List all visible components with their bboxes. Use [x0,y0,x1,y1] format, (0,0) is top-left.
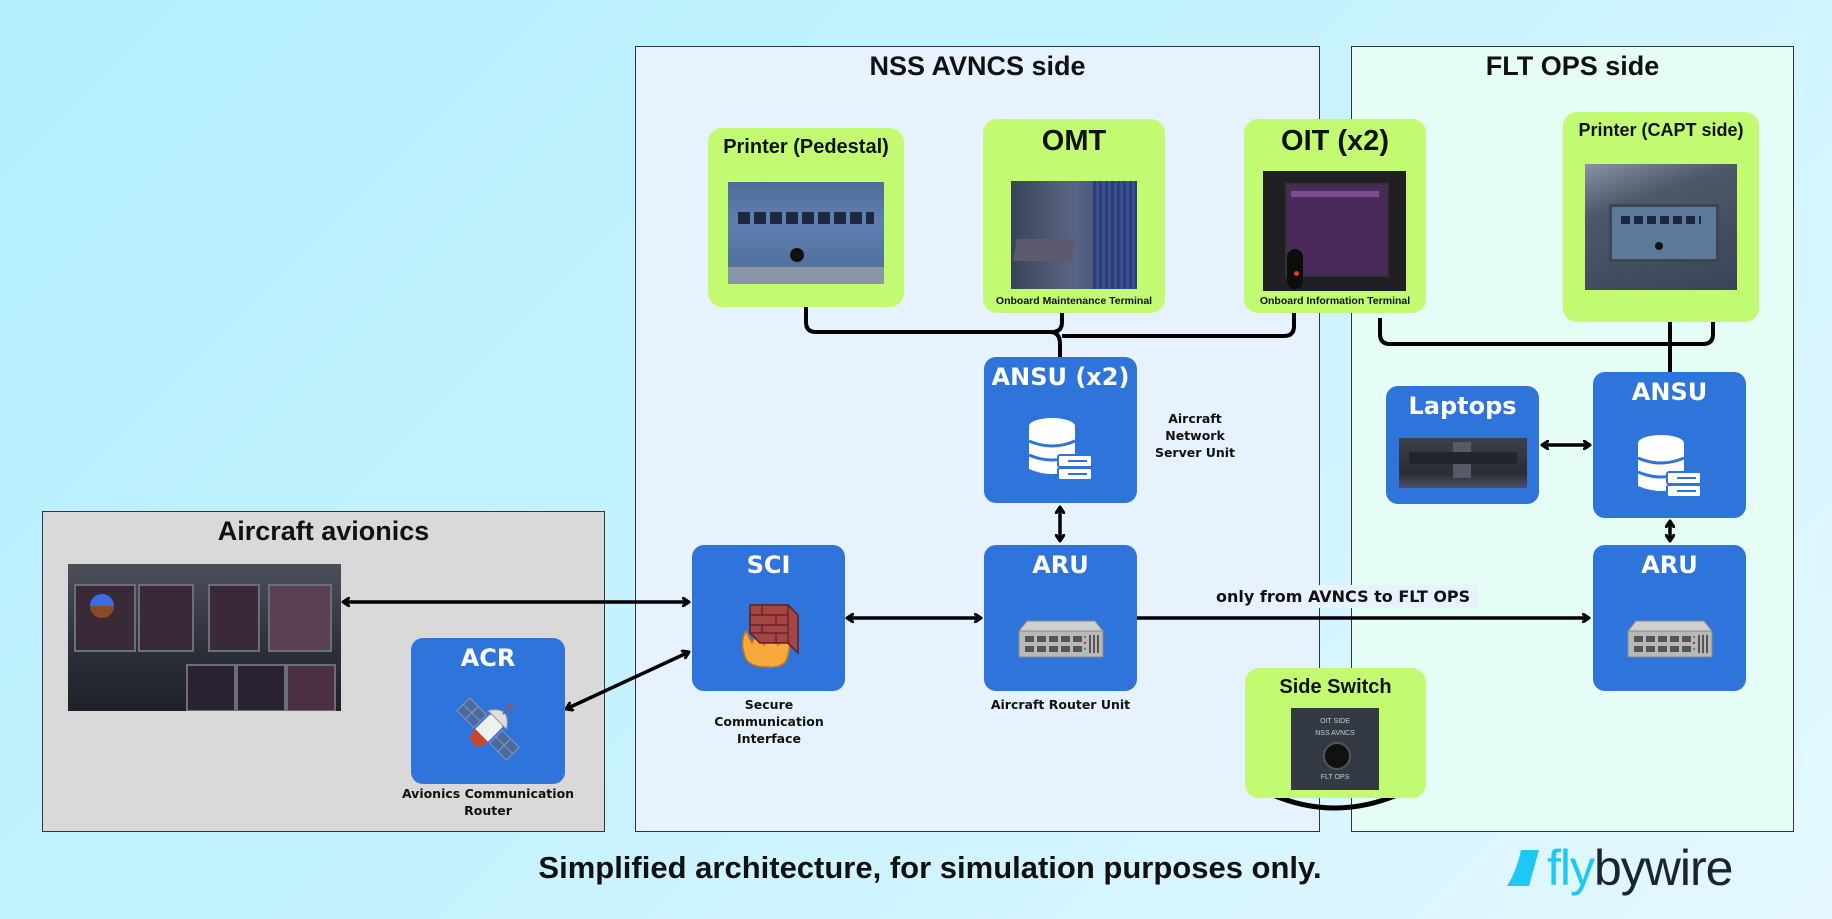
side-switch-photo: OIT SIDE NSS AVNCS FLT OPS [1291,708,1379,790]
node-oit[interactable]: OIT (x2) Onboard Information Terminal [1244,119,1426,313]
network-switch-icon [1626,620,1714,658]
node-acr[interactable]: ACR [411,638,565,784]
node-ansu-nss[interactable]: ANSU (x2) [984,357,1137,503]
logo-tail-icon [1507,850,1539,886]
edge-omt-to-ansu [1051,313,1064,334]
node-aru-nss[interactable]: ARU [984,545,1137,691]
node-title: Printer (Pedestal) [723,136,889,158]
node-title: Printer (CAPT side) [1578,120,1744,140]
flybywire-logo[interactable]: fly bywire [1505,838,1733,898]
omt-photo [1011,181,1137,289]
region-nss-avncs: NSS AVNCS side [635,46,1320,832]
edge-printer-pedestal-to-ansu [804,307,1062,357]
logo-text-bywire: bywire [1594,840,1733,896]
node-ansu-flt-ops[interactable]: ANSU [1593,372,1746,518]
oit-photo [1263,171,1406,291]
node-title: Side Switch [1279,676,1392,698]
node-title: ARU [1641,551,1698,579]
acr-caption: Avionics Communication Router [401,786,575,818]
edge-label-one-way: only from AVNCS to FLT OPS [1208,585,1479,608]
footer-note: Simplified architecture, for simulation … [538,850,1322,885]
firewall-icon [741,604,799,668]
aru-caption: Aircraft Router Unit [990,697,1131,712]
switch-label: OIT SIDE [1320,718,1350,725]
cockpit-displays-photo [68,564,341,711]
node-sci[interactable]: SCI [692,545,845,691]
edge-oit-to-flt-ansu [1378,318,1715,346]
node-title: SCI [746,551,791,579]
node-title: ANSU (x2) [991,363,1130,391]
laptops-photo [1399,438,1527,488]
switch-label: FLT OPS [1320,774,1350,781]
node-title: OIT (x2) [1281,125,1389,157]
pedestal-printer-photo [728,182,884,284]
node-title: OMT [1041,125,1107,157]
ansu-caption: Aircraft Network Server Unit [1154,411,1236,460]
region-title: FLT OPS side [1485,51,1660,81]
database-server-icon [1028,418,1093,481]
switch-label: NSS AVNCS [1315,730,1355,737]
node-side-switch[interactable]: Side Switch OIT SIDE NSS AVNCS FLT OPS [1245,668,1426,798]
satellite-icon [456,697,520,761]
edge-label-text: only from AVNCS to FLT OPS [1216,587,1471,606]
node-omt[interactable]: OMT Onboard Maintenance Terminal [983,119,1165,313]
edge-oit-to-ansu [1062,313,1296,338]
node-title: ANSU [1631,378,1708,406]
rotary-knob [1323,742,1351,770]
edge-acr-sci [566,652,689,709]
region-title: Aircraft avionics [217,516,430,546]
database-server-icon [1637,435,1702,498]
logo-text-fly: fly [1547,840,1595,896]
network-switch-icon [1017,620,1105,658]
node-caption: Onboard Maintenance Terminal [995,295,1153,307]
node-title: ACR [460,644,516,672]
node-laptops[interactable]: Laptops [1386,386,1539,504]
node-title: ARU [1032,551,1089,579]
node-caption: Onboard Information Terminal [1259,295,1411,307]
node-printer-pedestal[interactable]: Printer (Pedestal) [708,128,904,307]
node-aru-flt-ops[interactable]: ARU [1593,545,1746,691]
node-printer-capt-side[interactable]: Printer (CAPT side) [1563,112,1759,322]
sci-caption: Secure Communication Interface [714,697,824,746]
node-title: Laptops [1408,392,1517,420]
capt-printer-photo [1585,164,1737,290]
region-title: NSS AVNCS side [869,51,1086,81]
